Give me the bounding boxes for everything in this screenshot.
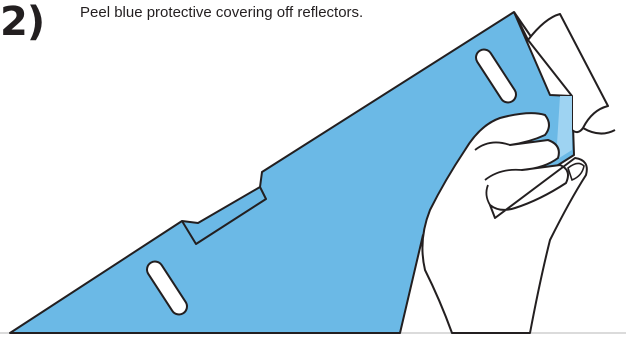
hand-icon [421,112,588,334]
step-number: 2) [0,0,45,45]
step-instruction: Peel blue protective covering off reflec… [80,4,364,21]
mounting-slot-icon [146,260,188,316]
mounting-slot-icon [475,48,517,104]
peeled-corner-icon [513,11,616,160]
